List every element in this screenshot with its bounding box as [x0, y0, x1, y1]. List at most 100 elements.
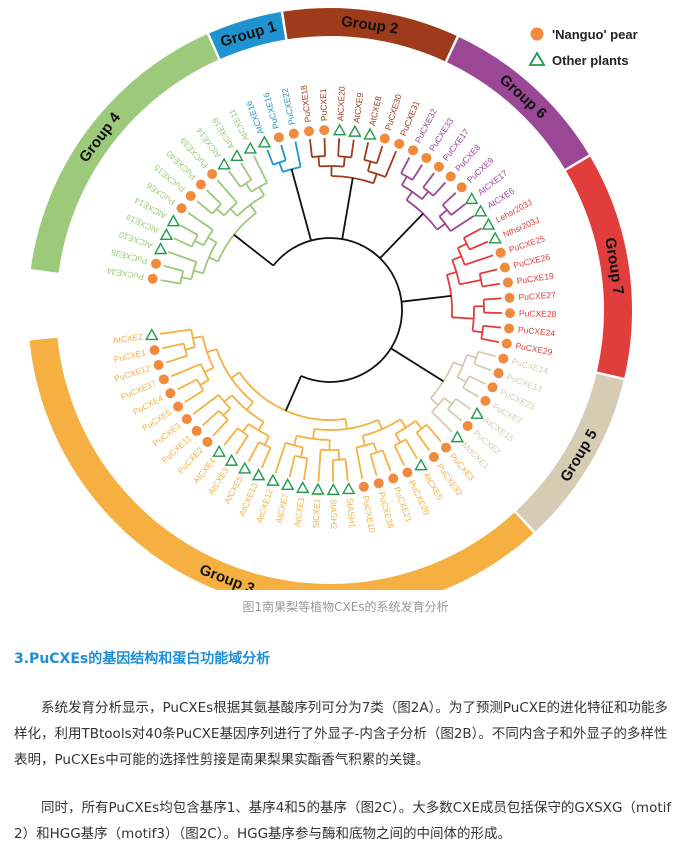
- tree-branch: [206, 348, 217, 354]
- tree-branch: [430, 397, 439, 406]
- tree-branch: [462, 386, 479, 398]
- tree-branch: [280, 144, 287, 161]
- tree-branch-arc: [311, 155, 326, 158]
- tree-branch: [222, 407, 232, 417]
- tree-branch-arc: [282, 166, 301, 173]
- backbone-branch: [379, 212, 424, 259]
- other-plant-marker: [257, 135, 272, 148]
- tree-branch-arc: [394, 438, 407, 447]
- tree-branch: [165, 354, 188, 364]
- backbone-branch: [390, 347, 444, 383]
- tree-branch-arc: [473, 351, 480, 365]
- tree-leaves: PuCXE34PuCXE35AtCXE10AtCXE19AtCXE14PuCXE…: [106, 84, 557, 533]
- leaf-label: PuCXE34: [106, 266, 145, 282]
- tree-branch: [303, 458, 309, 481]
- nanguo-marker: [498, 353, 509, 364]
- tree-branch-arc: [422, 186, 434, 197]
- tree-branch-arc: [190, 261, 198, 280]
- tree-branch: [381, 450, 392, 472]
- tree-branch-arc: [240, 179, 252, 188]
- tree-branch-arc: [370, 449, 384, 456]
- tree-branch-arc: [338, 155, 352, 159]
- nanguo-marker: [504, 308, 515, 319]
- nanguo-marker: [480, 395, 491, 406]
- tree-branch: [422, 172, 435, 188]
- tree-branch-arc: [179, 270, 184, 284]
- tree-branch: [464, 254, 494, 266]
- tree-branch-arc: [258, 441, 271, 449]
- tree-branch: [260, 447, 272, 469]
- nanguo-marker: [487, 382, 498, 393]
- tree-branch: [400, 156, 411, 174]
- tree-branch-arc: [199, 363, 210, 381]
- tree-branch: [253, 155, 268, 184]
- tree-branch-arc: [314, 419, 379, 431]
- tree-branch: [194, 239, 204, 247]
- tree-branch: [181, 276, 192, 281]
- nanguo-marker: [504, 323, 515, 334]
- tree-branch: [447, 408, 463, 422]
- tree-branch: [483, 324, 502, 329]
- nanguo-marker: [153, 359, 164, 370]
- tree-branch: [442, 192, 457, 206]
- nanguo-marker: [495, 247, 506, 258]
- tree-branch: [249, 204, 257, 214]
- tree-branch: [483, 297, 502, 301]
- tree-branch: [481, 337, 500, 344]
- nanguo-marker: [147, 273, 158, 284]
- tree-branch: [367, 161, 372, 172]
- other-plant-marker: [311, 482, 325, 495]
- other-plant-marker: [296, 480, 310, 494]
- tree-branch: [482, 282, 501, 288]
- group-arc-2: [283, 8, 457, 62]
- tree-branch: [185, 346, 196, 351]
- tree-branch-arc: [480, 325, 485, 339]
- group-arc-1: [209, 12, 286, 59]
- nanguo-marker: [428, 451, 439, 462]
- tree-branch: [199, 379, 210, 386]
- nanguo-marker: [273, 132, 284, 143]
- tree-branch-arc: [451, 259, 461, 285]
- tree-branch: [459, 279, 482, 286]
- tree-branch: [372, 442, 378, 453]
- other-plant-marker: [266, 473, 280, 486]
- nanguo-marker: [402, 467, 413, 478]
- leaf-label: AtCXE8: [367, 95, 384, 127]
- other-plant-marker: [414, 458, 428, 471]
- tree-branch: [294, 141, 302, 168]
- tree-branch: [466, 353, 477, 359]
- tree-branch: [411, 164, 423, 181]
- other-plant-marker: [166, 214, 181, 227]
- tree-branch: [414, 420, 423, 430]
- tree-branch: [223, 394, 233, 403]
- legend-nanguo-label: 'Nanguo' pear: [552, 27, 638, 42]
- tree-branch: [247, 441, 260, 462]
- other-plant-marker: [217, 157, 231, 170]
- nanguo-marker: [501, 338, 512, 349]
- tree-branch: [394, 433, 402, 443]
- other-plant-marker: [332, 123, 347, 136]
- group-arc-4: [565, 156, 632, 378]
- tree-branch: [167, 250, 197, 263]
- tree-branch: [216, 179, 238, 204]
- tree-branch: [317, 156, 321, 167]
- tree-branch: [229, 208, 238, 217]
- other-plant-marker: [251, 468, 266, 481]
- other-plant-marker: [348, 124, 362, 137]
- other-plant-marker: [238, 461, 252, 474]
- tree-branch: [469, 240, 489, 251]
- leaf-label: PuCXE38: [376, 491, 396, 530]
- tree-branch: [415, 431, 431, 451]
- nanguo-marker: [185, 190, 196, 201]
- leaf-label: PuCXE26: [512, 252, 551, 271]
- tree-branch: [162, 342, 184, 350]
- paragraph-2: 同时，所有PuCXEs均包含基序1、基序4和5的基序（图2C）。大多数CXE成员…: [14, 800, 672, 842]
- leaf-label: PuCXE29: [515, 340, 554, 357]
- leaf-label: PuCXE18: [299, 84, 313, 123]
- tree-branch-arc: [478, 273, 484, 287]
- tree-branch: [456, 376, 467, 383]
- tree-branch: [472, 329, 483, 334]
- tree-branch: [323, 138, 326, 157]
- tree-branch: [241, 423, 250, 433]
- other-plant-marker: [450, 430, 465, 443]
